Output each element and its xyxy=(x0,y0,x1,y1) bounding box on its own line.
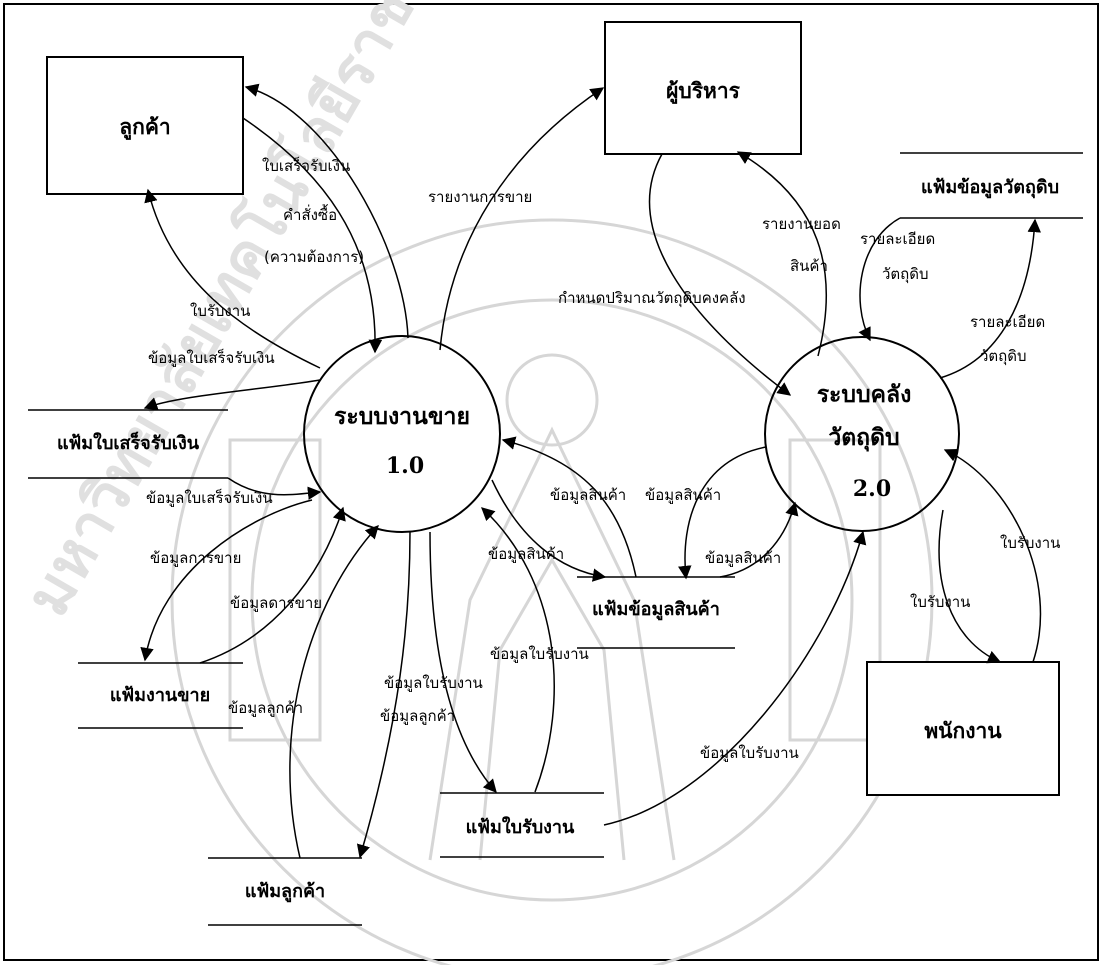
label-job-to-employee: ใบรับงาน xyxy=(910,593,970,611)
label-job-data-2: ข้อมูลใบรับงาน xyxy=(490,645,589,663)
flow-product-data-1 xyxy=(491,479,607,582)
flow-customer-data-out xyxy=(356,531,411,859)
store-sales-file-label: แฟ้มงานขาย xyxy=(110,685,210,706)
entity-executive-box xyxy=(604,21,802,155)
store-customer-file: แฟ้มลูกค้า xyxy=(208,857,362,926)
label-job-data-3: ข้อมูลใบรับงาน xyxy=(700,744,799,762)
label-receipt-data-out: ข้อมูลใบเสร็จรับเงิน xyxy=(148,348,275,367)
flow-customer-data-in xyxy=(289,525,379,859)
store-receipt-file-label: แฟ้มใบเสร็จรับเงิน xyxy=(57,431,200,454)
process-sales-number: 1.0 xyxy=(386,453,424,479)
store-product-file: แฟ้มข้อมูลสินค้า xyxy=(577,576,735,649)
flow-sales-data-in xyxy=(199,506,346,664)
entity-customer-box xyxy=(46,56,244,195)
flow-receipt-to-customer xyxy=(244,83,409,339)
store-receipt-file: แฟ้มใบเสร็จรับเงิน xyxy=(28,409,228,479)
label-material-detail-1-line1: รายละเอียด xyxy=(860,230,935,248)
label-sales-data-out: ข้อมูลการขาย xyxy=(150,549,241,567)
label-sales-report: รายงานการขาย xyxy=(428,188,532,206)
label-product-data-3: ข้อมูลสินค้า xyxy=(645,486,721,504)
label-order-line1: คำสั่งซื้อ xyxy=(283,204,337,224)
label-product-report-line1: รายงานยอด xyxy=(762,215,841,233)
process-warehouse-name-line1: ระบบคลัง xyxy=(817,382,912,408)
label-material-detail-2-line2: วัตถุดิบ xyxy=(980,347,1027,366)
flow-material-detail-1 xyxy=(858,217,901,342)
store-material-file-label: แฟ้มข้อมูลวัตถุดิบ xyxy=(921,177,1059,199)
flow-receipt-data-in xyxy=(227,477,322,500)
flow-product-data-2 xyxy=(501,436,637,578)
entity-employee-box xyxy=(866,661,1060,796)
flow-job-from-employee xyxy=(943,448,1042,663)
flow-product-report xyxy=(736,151,828,357)
flow-product-data-3 xyxy=(678,446,767,580)
store-job-file: แฟ้มใบรับงาน xyxy=(440,792,604,858)
store-job-file-label: แฟ้มใบรับงาน xyxy=(466,816,575,838)
flow-order xyxy=(242,117,383,354)
label-job-from-employee: ใบรับงาน xyxy=(1000,534,1060,552)
label-job-to-customer: ใบรับงาน xyxy=(190,302,250,320)
entity-employee-label: พนักงาน xyxy=(924,719,1002,743)
flow-job-data-1 xyxy=(429,531,497,794)
label-receipt-data-in: ข้อมูลใบเสร็จรับเงิน xyxy=(146,488,273,507)
flow-job-data-3 xyxy=(603,530,867,826)
label-customer-data-out: ข้อมูลลูกค้า xyxy=(380,707,455,725)
label-set-material-qty: กำหนดปริมาณวัตถุดิบคงคลัง xyxy=(558,289,746,308)
label-product-data-2: ข้อมูลสินค้า xyxy=(550,486,626,504)
process-warehouse-name-line2: วัตถุดิบ xyxy=(828,425,899,452)
store-product-file-label: แฟ้มข้อมูลสินค้า xyxy=(592,599,720,621)
label-material-detail-2-line1: รายละเอียด xyxy=(970,313,1045,331)
flow-receipt-data-out xyxy=(143,379,321,411)
process-sales-name: ระบบงานขาย xyxy=(334,404,470,430)
process-warehouse-number: 2.0 xyxy=(853,476,891,502)
label-customer-data-in: ข้อมูลลูกค้า xyxy=(228,699,303,717)
flow-job-to-employee xyxy=(938,509,1002,664)
label-product-data-4: ข้อมูลสินค้า xyxy=(705,549,781,567)
flow-sales-data-out xyxy=(140,499,313,662)
flow-set-material-qty xyxy=(648,153,792,396)
label-material-detail-1-line2: วัตถุดิบ xyxy=(882,265,929,284)
entity-executive-label: ผู้บริหาร xyxy=(666,79,741,105)
label-order-line2: (ความต้องการ) xyxy=(264,248,364,266)
flow-job-data-2 xyxy=(481,507,555,793)
flow-job-to-customer xyxy=(144,188,321,369)
store-customer-file-label: แฟ้มลูกค้า xyxy=(245,881,325,903)
label-receipt-to-customer: ใบเสร็จรับเงิน xyxy=(262,156,350,175)
store-material-file: แฟ้มข้อมูลวัตถุดิบ xyxy=(900,152,1083,219)
label-job-data-1: ข้อมูลใบรับงาน xyxy=(384,674,483,692)
flow-product-data-4 xyxy=(719,501,799,578)
flow-material-detail-2 xyxy=(939,218,1041,379)
label-product-data-1: ข้อมูลสินค้า xyxy=(488,545,564,563)
label-sales-data-in: ข้อมูลดารขาย xyxy=(230,594,322,612)
process-sales-circle xyxy=(303,335,501,533)
entity-customer-label: ลูกค้า xyxy=(119,115,170,141)
diagram-frame xyxy=(3,3,1099,961)
flow-labels: ใบเสร็จรับเงิน คำสั่งซื้อ (ความต้องการ) … xyxy=(146,156,1060,762)
flow-lines xyxy=(140,83,1042,859)
store-sales-file: แฟ้มงานขาย xyxy=(78,662,243,729)
flow-sales-report xyxy=(439,87,605,351)
label-product-report-line2: สินค้า xyxy=(790,257,828,275)
